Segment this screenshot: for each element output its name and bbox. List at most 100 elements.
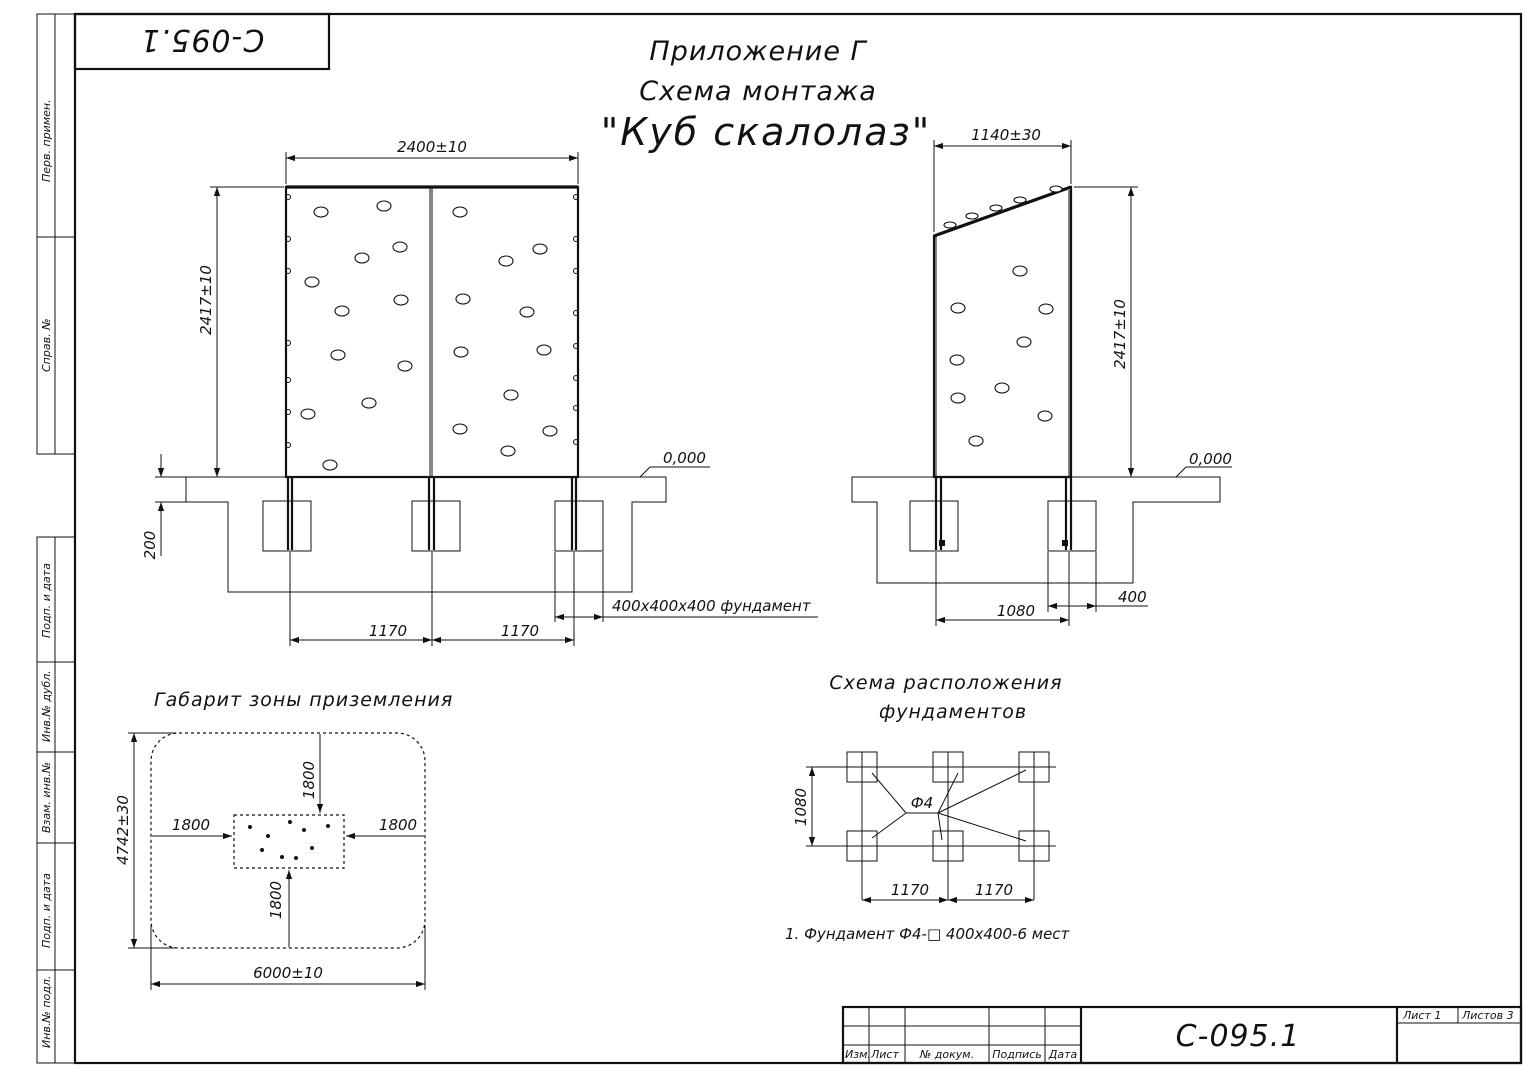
side-level-mark: 0,000 — [1175, 450, 1232, 478]
foundation-dim-spans: 1170 1170 — [862, 881, 1034, 904]
side-label-sign-date-1: Подп. и дата — [40, 563, 53, 638]
title-product: "Куб скалолаз" — [601, 110, 931, 154]
title-scheme: Схема монтажа — [639, 76, 877, 107]
sheets-total: Листов 3 — [1461, 1009, 1514, 1022]
front-width-dim: 2400±10 — [397, 138, 467, 156]
landing-height-dim: 4742±30 — [114, 795, 132, 865]
foundation-marker: Ф4 — [911, 794, 933, 812]
title-appendix: Приложение Г — [649, 36, 867, 67]
landing-zone-dots — [248, 820, 330, 860]
side-dim-height: 2417±10 — [1074, 186, 1138, 478]
foundation-block — [1018, 830, 1050, 862]
side-label-ref-no: Справ. № — [40, 318, 53, 372]
side-dim-foundation: 400 — [1047, 552, 1148, 612]
front-ground-section — [185, 476, 667, 593]
title-block-code: C-095.1 — [1176, 1019, 1301, 1054]
title-block: Изм. Лист № докум. Подпись Дата C-095.1 … — [841, 1005, 1523, 1065]
foundation-height-dim: 1080 — [792, 788, 810, 826]
foundation-block — [932, 830, 964, 862]
foundation-note: 1. Фундамент Ф4-□ 400x400-6 мест — [785, 925, 1071, 943]
foundation-span-left: 1170 — [891, 881, 929, 899]
side-ground-section — [851, 476, 1221, 584]
front-edge-bumps — [285, 194, 579, 448]
front-foundation-mid — [411, 500, 461, 552]
front-foundation-right — [554, 500, 604, 552]
side-foundation-dim: 400 — [1118, 588, 1147, 606]
landing-zone: Габарит зоны приземления 1800 1800 1800 … — [114, 689, 453, 990]
side-dim-base: 1080 — [935, 552, 1070, 626]
foundation-block — [1018, 751, 1050, 783]
foundation-leaders: Ф4 — [871, 769, 1027, 842]
foundation-layout: Схема расположения фундаментов Ф4 — [785, 672, 1071, 943]
front-dim-spans: 1170 1170 — [289, 552, 575, 646]
front-foundation-callout: 400x400x400 фундамент — [554, 552, 818, 622]
landing-zone-outline — [150, 732, 426, 949]
landing-dim-width: 6000±10 — [150, 925, 426, 990]
sheet-frame — [36, 12, 1523, 1065]
foundation-axes — [810, 752, 1056, 900]
landing-zone-caption: Габарит зоны приземления — [154, 689, 453, 711]
side-level-label: 0,000 — [1189, 450, 1232, 468]
front-foundation-note: 400x400x400 фундамент — [612, 597, 812, 615]
col-date: Дата — [1048, 1048, 1078, 1061]
front-depth-dim: 200 — [141, 531, 159, 560]
landing-right-dim: 1800 — [379, 816, 417, 834]
foundation-blocks — [846, 751, 1050, 862]
col-signature: Подпись — [992, 1048, 1041, 1061]
landing-left-dim: 1800 — [172, 816, 210, 834]
side-posts — [934, 477, 1073, 550]
front-level-label: 0,000 — [663, 449, 706, 467]
foundation-dim-height: 1080 — [792, 766, 845, 847]
corner-stamp-code: C-095.1 — [140, 22, 265, 57]
landing-dim-bottom: 1800 — [267, 870, 293, 947]
side-strip-top — [36, 13, 76, 455]
side-label-orig-inv: Инв.№ подл. — [40, 976, 53, 1048]
landing-dim-left: 1800 — [152, 816, 232, 840]
side-climbing-holds — [943, 185, 1063, 447]
side-height-dim: 2417±10 — [1111, 299, 1129, 369]
side-base-dim: 1080 — [997, 602, 1035, 620]
front-climbing-holds — [300, 200, 558, 471]
side-dim-width: 1140±30 — [933, 126, 1072, 232]
landing-zone-structure — [233, 814, 345, 869]
title-block-grid — [843, 1007, 1081, 1063]
front-height-dim: 2417±10 — [197, 265, 215, 335]
front-span-left: 1170 — [369, 622, 407, 640]
side-width-dim: 1140±30 — [971, 126, 1041, 144]
col-change: Изм. — [845, 1048, 871, 1061]
side-foundation-left — [909, 500, 959, 552]
front-dim-height: 2417±10 — [197, 186, 284, 478]
landing-dim-right: 1800 — [346, 816, 424, 840]
side-labels: Перв. примен. Справ. № Подп. и дата Инв.… — [40, 99, 53, 1048]
foundation-caption-2: фундаментов — [879, 701, 1027, 723]
drawing-title: Приложение Г Схема монтажа "Куб скалолаз… — [601, 36, 931, 154]
landing-bottom-dim: 1800 — [267, 881, 285, 919]
foundation-caption-1: Схема расположения — [829, 672, 1062, 694]
front-view: 2400±10 2417±10 0,000 200 1170 1 — [141, 138, 818, 646]
foundation-block — [846, 751, 878, 783]
front-dim-width: 2400±10 — [285, 138, 579, 184]
side-strip-bottom — [36, 536, 76, 1064]
landing-top-dim: 1800 — [300, 761, 318, 799]
front-level-mark: 0,000 — [639, 449, 710, 478]
foundation-span-right: 1170 — [975, 881, 1013, 899]
foundation-block — [846, 830, 878, 862]
side-label-sign-date-2: Подп. и дата — [40, 873, 53, 948]
foundation-block — [932, 751, 964, 783]
front-posts — [286, 477, 578, 550]
col-sheet: Лист — [870, 1048, 899, 1061]
col-doc-no: № докум. — [919, 1048, 974, 1061]
front-span-right: 1170 — [501, 622, 539, 640]
side-label-first-use: Перв. примен. — [40, 99, 53, 182]
sheet-number: Лист 1 — [1402, 1009, 1441, 1022]
side-label-dup-inv: Инв.№ дубл. — [40, 670, 53, 742]
front-dim-depth: 200 — [141, 454, 226, 559]
side-label-replace-inv: Взам. инв.№ — [40, 762, 53, 833]
side-view: 1140±30 2417±10 0,000 1080 400 — [851, 126, 1232, 626]
landing-width-dim: 6000±10 — [253, 964, 323, 982]
landing-dim-top: 1800 — [300, 734, 324, 813]
side-wall-panel — [932, 185, 1073, 479]
corner-stamp: C-095.1 — [73, 12, 331, 71]
landing-dim-height: 4742±30 — [114, 732, 176, 949]
